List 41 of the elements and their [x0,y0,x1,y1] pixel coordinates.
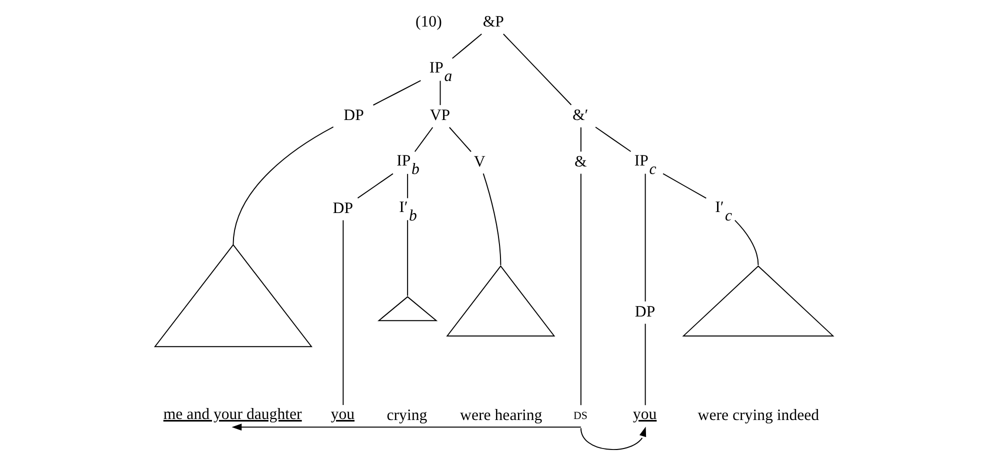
connector [580,126,582,152]
connector [407,220,408,296]
connector [372,80,422,106]
node-text: & [574,153,587,170]
connector [452,34,482,59]
connector [342,220,344,406]
node-text: &′ [572,106,588,124]
connector [440,80,441,106]
connector [357,173,394,199]
node-text: DS [573,410,588,422]
node-triangle [446,265,556,336]
connector [734,220,759,266]
arrow [232,424,582,431]
node-text: DP [344,106,364,124]
label: (10) [415,14,442,31]
node-text: crying [386,406,428,424]
node-text: you [632,406,657,423]
connector [232,126,334,246]
node-text: DP [634,303,656,320]
connector [595,126,632,152]
node-triangle [154,244,312,348]
node-triangle [377,296,438,322]
node-triangle [682,265,834,336]
connector [644,173,646,302]
connector [414,126,434,152]
node-text: VP [430,106,450,124]
node-text: you [330,406,355,423]
node-text: were crying indeed [698,406,820,424]
connector [502,34,572,106]
connector [482,173,502,266]
connector [644,323,646,406]
connector [448,126,472,152]
arrow [580,426,646,450]
node-text: &P [482,14,504,31]
node-text: me and your daughter [163,406,302,423]
node-text: V [474,153,486,170]
node-text: were hearing [460,406,542,424]
connector [407,173,408,199]
connector [662,173,707,199]
connector [580,173,582,406]
node-text: DP [332,200,354,217]
